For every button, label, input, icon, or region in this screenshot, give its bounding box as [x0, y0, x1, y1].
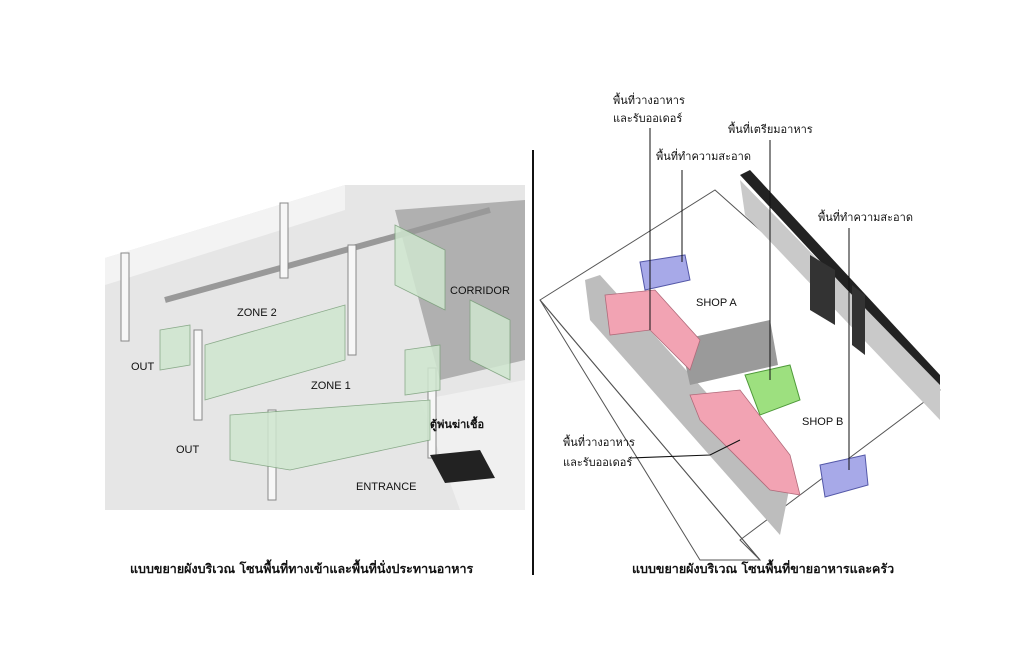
right-plan-caption: แบบขยายผังบริเวณ โซนพื้นที่ขายอาหารและคร… [632, 559, 894, 576]
serving-label-top-line1: พื้นที่วางอาหาร [613, 92, 685, 107]
out-label-top: OUT [131, 361, 155, 373]
serving-label-top-line2: และรับออเดอร์ [613, 112, 682, 125]
entrance-label: ENTRANCE [356, 481, 417, 493]
left-isometric-plan: ZONE 2 ZONE 1 CORRIDOR OUT OUT ENTRANCE … [105, 185, 525, 510]
serving-label-bottom-line2: และรับออเดอร์ [563, 456, 632, 469]
zone1-label: ZONE 1 [311, 380, 351, 392]
shop-b-label: SHOP B [802, 416, 843, 428]
shop-a-label: SHOP A [696, 297, 737, 309]
corridor-label: CORRIDOR [450, 285, 510, 297]
prep-label: พื้นที่เตรียมอาหาร [728, 121, 813, 136]
left-plan-caption: แบบขยายผังบริเวณ โซนพื้นที่ทางเข้าและพื้… [130, 559, 473, 576]
serving-label-bottom-line1: พื้นที่วางอาหาร [563, 434, 635, 449]
cleaning-label-a: พื้นที่ทำความสะอาด [656, 148, 751, 163]
right-isometric-plan: SHOP A SHOP B พื้นที่วางอาหาร และรับออเด… [539, 92, 941, 561]
cleaning-label-b: พื้นที่ทำความสะอาด [818, 209, 913, 224]
out-label-bottom: OUT [176, 444, 200, 456]
zone2-label: ZONE 2 [237, 307, 277, 319]
disinfection-booth-label: ตู้พ่นฆ่าเชื้อ [430, 416, 484, 432]
